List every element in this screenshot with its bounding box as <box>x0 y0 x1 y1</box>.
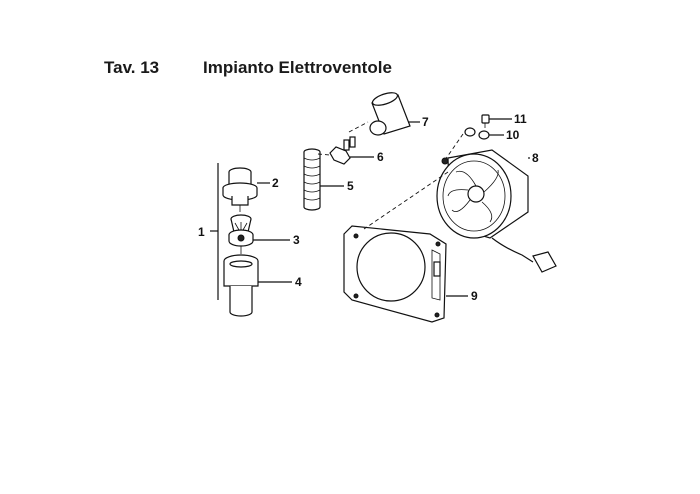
part-2-fitting <box>222 167 258 212</box>
callout-9: 9 <box>471 289 478 303</box>
table-number: Tav. 13 <box>104 58 160 77</box>
part-7-sleeve <box>369 92 411 136</box>
callout-4: 4 <box>295 275 302 289</box>
callout-10: 10 <box>506 128 520 142</box>
part-9-frame <box>343 225 447 323</box>
part-4-housing <box>223 254 259 317</box>
callout-8: 8 <box>532 151 539 165</box>
callout-11: 11 <box>514 112 527 126</box>
callout-1: 1 <box>198 225 205 239</box>
callout-3: 3 <box>293 233 300 247</box>
callout-5: 5 <box>347 179 354 193</box>
part-6-switch <box>317 121 369 165</box>
callout-labels: 1 2 3 4 5 6 7 8 9 10 11 <box>198 112 539 303</box>
part-3-valve <box>228 214 254 254</box>
leader-lines <box>253 118 530 297</box>
assembly-1-bracket <box>210 163 219 300</box>
part-10-washer <box>464 127 490 140</box>
callout-6: 6 <box>377 150 384 164</box>
callout-2: 2 <box>272 176 279 190</box>
callout-7: 7 <box>422 115 429 129</box>
part-8-fan <box>436 149 557 273</box>
part-5-pipe <box>303 148 321 211</box>
part-11-screw <box>481 114 490 128</box>
table-title: Impianto Elettroventole <box>203 58 392 77</box>
